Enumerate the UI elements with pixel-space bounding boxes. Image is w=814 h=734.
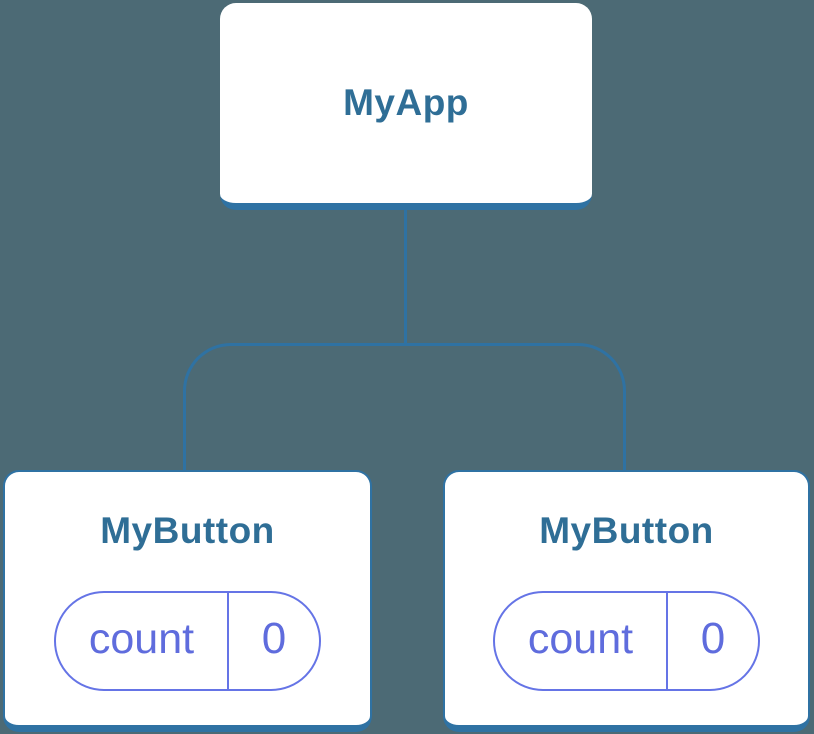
child-node-label: MyButton <box>100 510 275 551</box>
child-node-label: MyButton <box>539 510 714 551</box>
child-node-mybutton-2: MyButton count 0 <box>443 470 810 732</box>
child-node-mybutton-1: MyButton count 0 <box>3 470 372 732</box>
root-node-label: MyApp <box>343 82 469 123</box>
children-connector-bracket <box>183 343 626 470</box>
state-pill: count 0 <box>493 591 760 691</box>
state-key-label: count <box>88 614 195 663</box>
state-value: 0 <box>665 593 758 689</box>
state-pill: count 0 <box>54 591 321 691</box>
root-connector-stem <box>404 208 407 345</box>
state-key-label: count <box>527 614 634 663</box>
state-value: 0 <box>226 593 319 689</box>
root-node-myapp: MyApp <box>220 3 592 210</box>
